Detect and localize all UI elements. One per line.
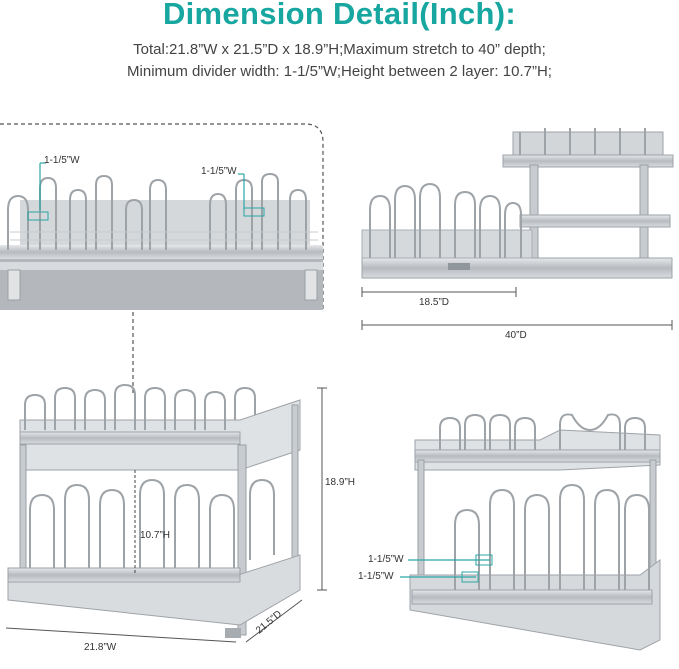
side-view-image	[361, 128, 674, 330]
zoom-left-divider-label: 1-1/5”W	[44, 155, 80, 166]
back-divider-lower-label: 1-1/5”W	[358, 571, 394, 582]
front-width-label: 21.8”W	[84, 642, 117, 653]
side-depth-full-label: 40”D	[505, 330, 527, 341]
spec-line-divider: Minimum divider width: 1-1/5”W;Height be…	[127, 63, 552, 80]
zoom-right-divider-label: 1-1/5”W	[201, 166, 237, 177]
front-view-image	[5, 383, 327, 643]
side-depth-short-label: 18.5”D	[419, 297, 450, 308]
back-view-image	[400, 413, 661, 651]
page-title: Dimension Detail(Inch):	[162, 0, 517, 31]
spec-line-total: Total:21.8”W x 21.5”D x 18.9”H;Maximum s…	[133, 41, 546, 58]
front-height-layer-label: 10.7”H	[140, 530, 171, 541]
front-height-total-label: 18.9”H	[325, 477, 356, 488]
zoom-detail-image	[0, 123, 324, 395]
back-divider-upper-label: 1-1/5”W	[368, 554, 404, 565]
